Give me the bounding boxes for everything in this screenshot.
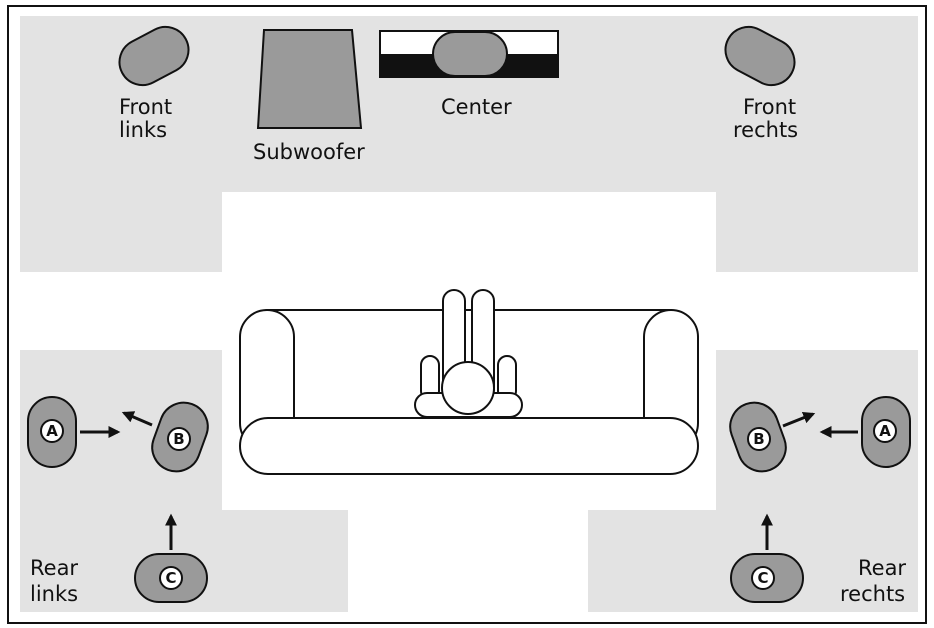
rear-left-b-label: B xyxy=(173,430,184,448)
rear-left-c-marker xyxy=(159,566,183,590)
rear-left-c-label: C xyxy=(165,569,176,587)
rear-left-zone xyxy=(20,350,348,612)
front-zone xyxy=(20,16,918,272)
front-right-speaker-icon xyxy=(724,25,796,87)
rear-left-b-arrow xyxy=(121,411,153,427)
rear-left-label-1: Rear xyxy=(30,556,78,580)
rear-right-b-marker xyxy=(747,427,771,451)
rear-left-label-2: links xyxy=(30,582,78,606)
front-left-label-2: links xyxy=(119,118,167,142)
front-left-speaker-icon xyxy=(118,25,190,87)
rear-left-a-label: A xyxy=(46,422,58,440)
rear-left-b-marker xyxy=(167,427,191,451)
center-speaker-icon xyxy=(432,31,508,77)
rear-right-b-arrow xyxy=(782,411,816,428)
rear-right-label-1: Rear xyxy=(858,556,906,580)
front-right-label-1: Front xyxy=(743,95,796,119)
subwoofer-icon xyxy=(256,29,363,129)
sofa-seat xyxy=(239,417,699,475)
rear-right-a-marker xyxy=(873,419,897,443)
rear-right-a-label: A xyxy=(879,422,891,440)
listener xyxy=(414,289,523,418)
center-label: Center xyxy=(441,95,512,119)
front-right-label-2: rechts xyxy=(733,118,798,142)
rear-right-label-2: rechts xyxy=(840,582,905,606)
rear-right-c-marker xyxy=(751,566,775,590)
rear-right-c-label: C xyxy=(757,569,768,587)
front-left-label-1: Front xyxy=(119,95,172,119)
listener-head xyxy=(441,361,495,415)
subwoofer-label: Subwoofer xyxy=(253,140,365,164)
rear-right-zone xyxy=(588,350,918,612)
rear-right-b-label: B xyxy=(753,430,764,448)
rear-left-a-marker xyxy=(40,419,64,443)
